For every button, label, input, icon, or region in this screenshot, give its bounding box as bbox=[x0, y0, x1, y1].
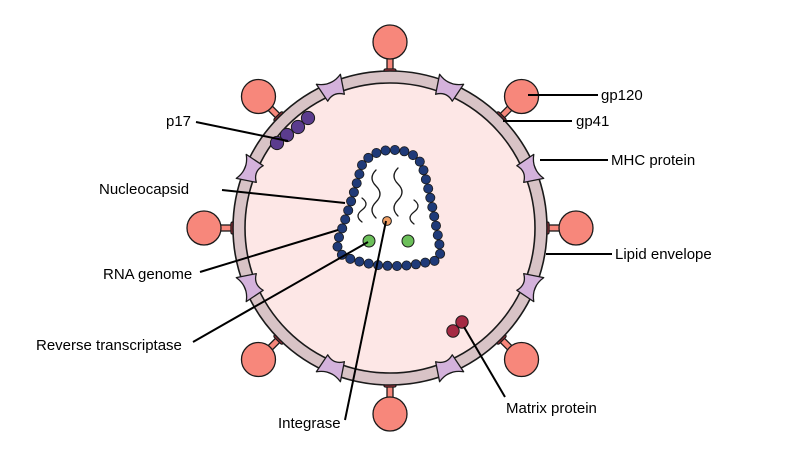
capsid-bead bbox=[363, 152, 374, 163]
reverse-transcriptase-enzyme bbox=[362, 234, 376, 248]
mhc-proteins bbox=[235, 73, 545, 383]
capsid-bead bbox=[391, 260, 402, 271]
p17-bead bbox=[290, 119, 306, 135]
capsid-bead bbox=[434, 239, 445, 250]
mhc-protein-6 bbox=[235, 153, 264, 184]
p17-bead bbox=[300, 110, 316, 126]
gp120-head bbox=[372, 396, 408, 432]
gp120-head bbox=[240, 78, 277, 115]
gp120-head bbox=[186, 210, 222, 246]
label-matrix-protein: Matrix protein bbox=[506, 400, 597, 417]
label-reverse-transcriptase: Reverse transcriptase bbox=[36, 337, 182, 354]
leader-nucleocapsid bbox=[221, 189, 346, 204]
matrix-bead bbox=[446, 324, 460, 338]
capsid-bead bbox=[407, 150, 418, 161]
label-p17: p17 bbox=[166, 113, 191, 130]
capsid-bead bbox=[371, 147, 382, 158]
leader-rt bbox=[192, 241, 369, 343]
mhc-shape bbox=[516, 272, 545, 303]
capsid-bead bbox=[382, 260, 393, 271]
capsid-bead bbox=[430, 220, 441, 231]
capsid-body bbox=[337, 150, 441, 266]
capsid-bead bbox=[340, 214, 351, 225]
rna-strand-1 bbox=[393, 167, 403, 217]
mhc-protein-5 bbox=[235, 272, 264, 303]
gp120-head bbox=[372, 24, 408, 60]
capsid-bead bbox=[414, 156, 425, 167]
nucleocapsid bbox=[332, 144, 446, 271]
capsid-bead bbox=[399, 146, 410, 157]
gp120-head bbox=[558, 210, 594, 246]
capsid-bead bbox=[354, 256, 365, 267]
mhc-shape bbox=[315, 354, 346, 383]
label-mhc-protein: MHC protein bbox=[611, 152, 695, 169]
matrix-protein bbox=[446, 315, 469, 338]
capsid-bead bbox=[401, 260, 412, 271]
mhc-shape bbox=[235, 272, 264, 303]
leader-integrase bbox=[344, 220, 387, 421]
label-gp41: gp41 bbox=[576, 113, 609, 130]
mhc-shape bbox=[434, 73, 465, 102]
mhc-protein-2 bbox=[516, 272, 545, 303]
leader-lines bbox=[192, 94, 612, 421]
capsid-bead bbox=[427, 202, 438, 213]
label-integrase: Integrase bbox=[278, 415, 341, 432]
mhc-shape bbox=[315, 73, 346, 102]
gp120-head bbox=[240, 341, 277, 378]
leader-p17 bbox=[195, 121, 289, 142]
capsid-bead bbox=[345, 253, 356, 264]
rna-strand-0 bbox=[371, 169, 381, 219]
mhc-protein-7 bbox=[315, 73, 346, 102]
capsid-bead bbox=[420, 174, 431, 185]
capsid-bead bbox=[356, 159, 367, 170]
capsid-bead bbox=[389, 144, 400, 155]
capsid-bead bbox=[429, 211, 440, 222]
mhc-shape bbox=[434, 354, 465, 383]
rna-strand-3 bbox=[409, 199, 419, 225]
capsid-bead bbox=[348, 187, 359, 198]
capsid-bead bbox=[380, 145, 391, 156]
capsid-bead bbox=[420, 257, 431, 268]
rna-genome bbox=[357, 167, 419, 225]
capsid-bead bbox=[418, 165, 429, 176]
capsid-bead bbox=[363, 258, 374, 269]
mhc-protein-0 bbox=[434, 73, 465, 102]
capsid-bead bbox=[351, 178, 362, 189]
mhc-protein-3 bbox=[434, 354, 465, 383]
label-rna-genome: RNA genome bbox=[103, 266, 192, 283]
reverse-transcriptase-enzyme bbox=[401, 234, 415, 248]
label-lipid-envelope: Lipid envelope bbox=[615, 246, 712, 263]
mhc-protein-1 bbox=[516, 153, 545, 184]
capsid-bead bbox=[332, 241, 343, 252]
matrix-bead bbox=[455, 315, 469, 329]
leader-matrix bbox=[463, 326, 506, 398]
labels: gp120 gp41 MHC protein Lipid envelope Ma… bbox=[36, 87, 712, 432]
integrase-enzyme bbox=[382, 216, 392, 226]
capsid-bead bbox=[429, 255, 440, 266]
capsid-bead bbox=[333, 232, 344, 243]
label-gp120: gp120 bbox=[601, 87, 643, 104]
capsid-bead bbox=[337, 223, 348, 234]
capsid-bead bbox=[354, 169, 365, 180]
rna-strand-2 bbox=[357, 197, 367, 223]
capsid-bead bbox=[410, 259, 421, 270]
mhc-protein-4 bbox=[315, 354, 346, 383]
capsid-bead bbox=[423, 183, 434, 194]
mhc-shape bbox=[516, 153, 545, 184]
gp120-head bbox=[503, 341, 540, 378]
mhc-shape bbox=[235, 153, 264, 184]
capsid-bead bbox=[432, 230, 443, 241]
capsid-bead bbox=[346, 196, 357, 207]
leader-rna bbox=[199, 229, 339, 273]
label-nucleocapsid: Nucleocapsid bbox=[99, 181, 189, 198]
gp120-head bbox=[503, 78, 540, 115]
capsid-bead bbox=[425, 192, 436, 203]
capsid-bead bbox=[435, 248, 446, 259]
capsid-bead bbox=[343, 205, 354, 216]
